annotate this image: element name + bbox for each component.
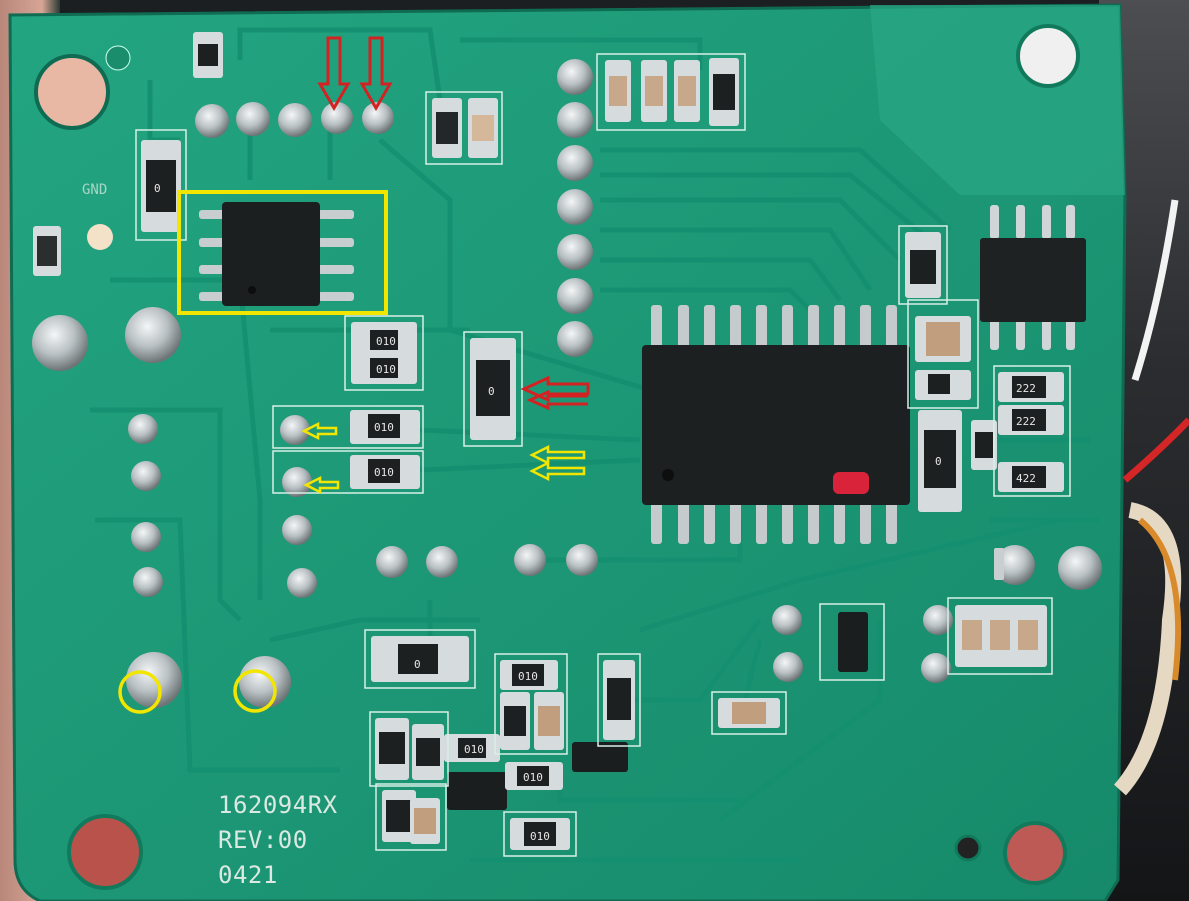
- red-left-arrows: [520, 375, 590, 411]
- gnd-silk-label: GND: [82, 182, 108, 198]
- svg-text:010: 010: [530, 830, 550, 843]
- svg-text:222: 222: [1016, 415, 1036, 428]
- silkscreen-revision: REV:00: [218, 826, 308, 854]
- svg-text:0: 0: [935, 455, 942, 468]
- large-solder-joints: [32, 224, 1102, 708]
- yellow-left-arrows: [301, 421, 586, 495]
- svg-text:010: 010: [376, 335, 396, 348]
- svg-text:010: 010: [518, 670, 538, 683]
- top-header-pins: [195, 102, 394, 138]
- left-right-connector: [557, 59, 593, 357]
- svg-text:010: 010: [374, 421, 394, 434]
- soic8-chip-right: [980, 205, 1086, 350]
- yellow-circle-marks: [118, 669, 277, 714]
- soic8-chip-left: [199, 202, 354, 306]
- silkscreen-outlines: [135, 53, 1071, 857]
- cable-wires: [1113, 199, 1189, 796]
- svg-text:010: 010: [376, 363, 396, 376]
- svg-text:010: 010: [523, 771, 543, 784]
- silkscreen-part-number: 162094RX: [218, 791, 338, 819]
- red-down-arrows: [317, 36, 393, 111]
- silkscreen-date-code: 0421: [218, 861, 278, 889]
- svg-text:010: 010: [464, 743, 484, 756]
- svg-text:0: 0: [488, 385, 495, 398]
- resistor-markings: 010 010 010 010 010 010 010 010 0 0 0 0 …: [154, 182, 1036, 843]
- svg-text:0: 0: [414, 658, 421, 671]
- main-ic-chip: [642, 305, 910, 544]
- smd-components: [33, 32, 1064, 850]
- through-hole-pads: [128, 414, 953, 683]
- svg-text:0: 0: [154, 182, 161, 195]
- svg-text:010: 010: [374, 466, 394, 479]
- highlight-rectangle: [177, 190, 388, 315]
- sot-transistors: [447, 548, 1004, 810]
- copper-traces: [90, 27, 1100, 863]
- svg-text:222: 222: [1016, 382, 1036, 395]
- svg-text:422: 422: [1016, 472, 1036, 485]
- mounting-holes: [34, 24, 1080, 890]
